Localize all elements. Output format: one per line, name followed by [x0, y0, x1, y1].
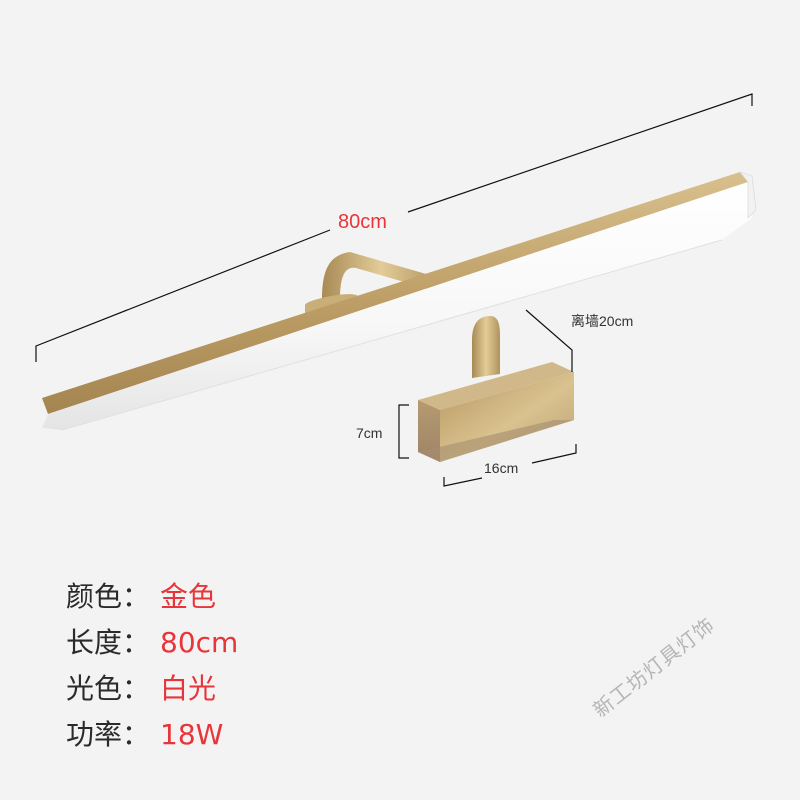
- spec-value: 白光: [160, 672, 217, 705]
- spec-label: 光色：: [66, 672, 151, 705]
- width-bracket: [443, 444, 577, 487]
- spec-label: 颜色：: [66, 580, 151, 613]
- spec-row-length: 长度： 80cm: [66, 621, 238, 667]
- spec-value: 80cm: [160, 626, 239, 659]
- base-width-label: 16cm: [484, 460, 519, 476]
- lower-arm: [472, 316, 500, 378]
- spec-row-power: 功率： 18W: [66, 713, 238, 759]
- spec-label: 长度：: [66, 626, 151, 659]
- spec-value: 金色: [160, 580, 217, 613]
- length-dimension-line: [35, 93, 753, 362]
- height-bracket: [398, 404, 409, 459]
- spec-label: 功率：: [66, 718, 151, 751]
- base-height-label: 7cm: [356, 425, 383, 441]
- spec-row-color: 颜色： 金色: [66, 575, 238, 621]
- length-dimension-label: 80cm: [338, 211, 387, 233]
- wall-mount-base: [418, 362, 574, 462]
- light-bar: [42, 171, 757, 431]
- spec-value: 18W: [160, 718, 224, 751]
- spec-list: 颜色： 金色 长度： 80cm 光色： 白光 功率： 18W: [66, 575, 238, 759]
- spec-row-light-color: 光色： 白光: [66, 667, 238, 713]
- wall-distance-line: [525, 309, 573, 372]
- wall-distance-label: 离墙20cm: [571, 313, 634, 329]
